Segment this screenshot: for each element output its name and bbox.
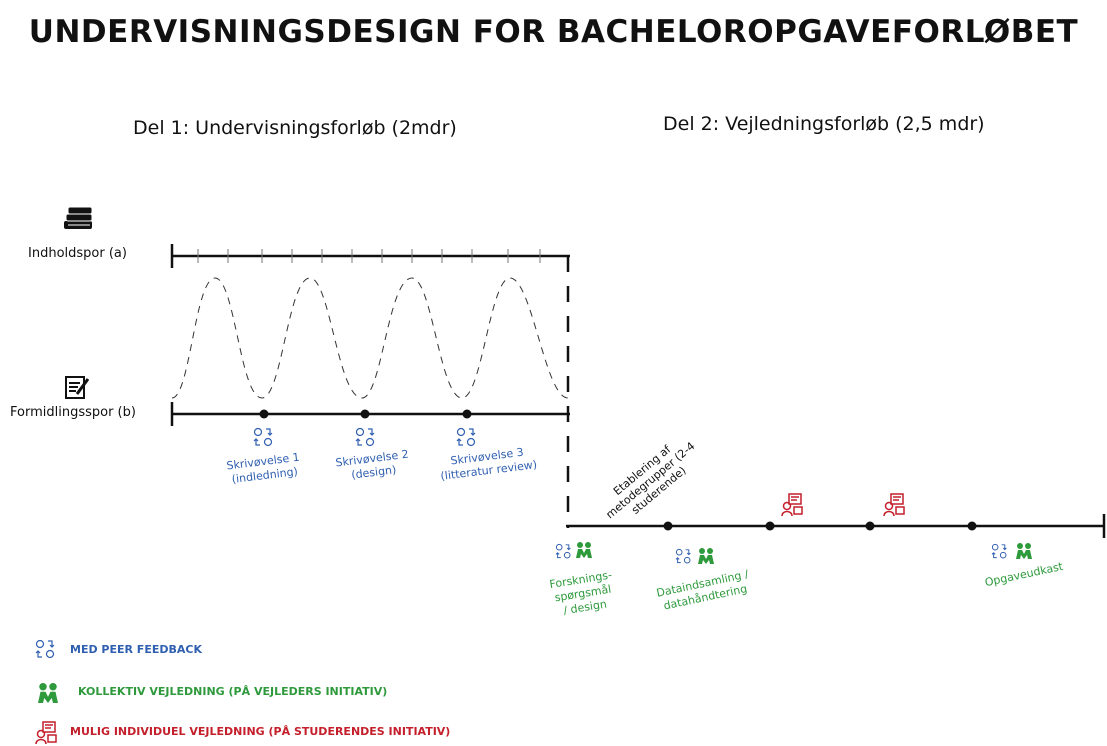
content-track-line [170, 244, 570, 268]
document-pen-icon [65, 376, 90, 399]
group-people-icon [576, 542, 1032, 564]
legend-peer-feedback: MED PEER FEEDBACK [70, 643, 202, 656]
individual-supervision-icon [781, 493, 905, 517]
peer-feedback-icon [253, 427, 1007, 564]
legend-group-people-icon [38, 683, 58, 703]
legend-collective-supervision: KOLLEKTIV VEJLEDNING (PÅ VEJLEDERS INITI… [78, 685, 388, 698]
legend-individual-supervision-icon [35, 721, 57, 745]
books-icon [64, 206, 93, 229]
content-track-label: Indholdspor (a) [28, 246, 127, 261]
alternation-wave [171, 277, 569, 399]
legend-individual-supervision: MULIG INDIVIDUEL VEJLEDNING (PÅ STUDEREN… [70, 725, 451, 738]
page-title: UNDERVISNINGSDESIGN FOR BACHELOROPGAVEFO… [28, 14, 1079, 50]
part-1-heading: Del 1: Undervisningsforløb (2mdr) [133, 117, 457, 139]
exercise-3-dot [462, 409, 472, 419]
communication-track-label: Formidlingsspor (b) [10, 405, 136, 420]
supervision-timeline [566, 514, 1106, 538]
communication-track-line [170, 402, 570, 426]
legend-peer-feedback-icon [35, 639, 55, 659]
part-2-heading: Del 2: Vejledningsforløb (2,5 mdr) [663, 113, 985, 135]
exercise-1-dot [259, 409, 269, 419]
exercise-2-dot [360, 409, 370, 419]
